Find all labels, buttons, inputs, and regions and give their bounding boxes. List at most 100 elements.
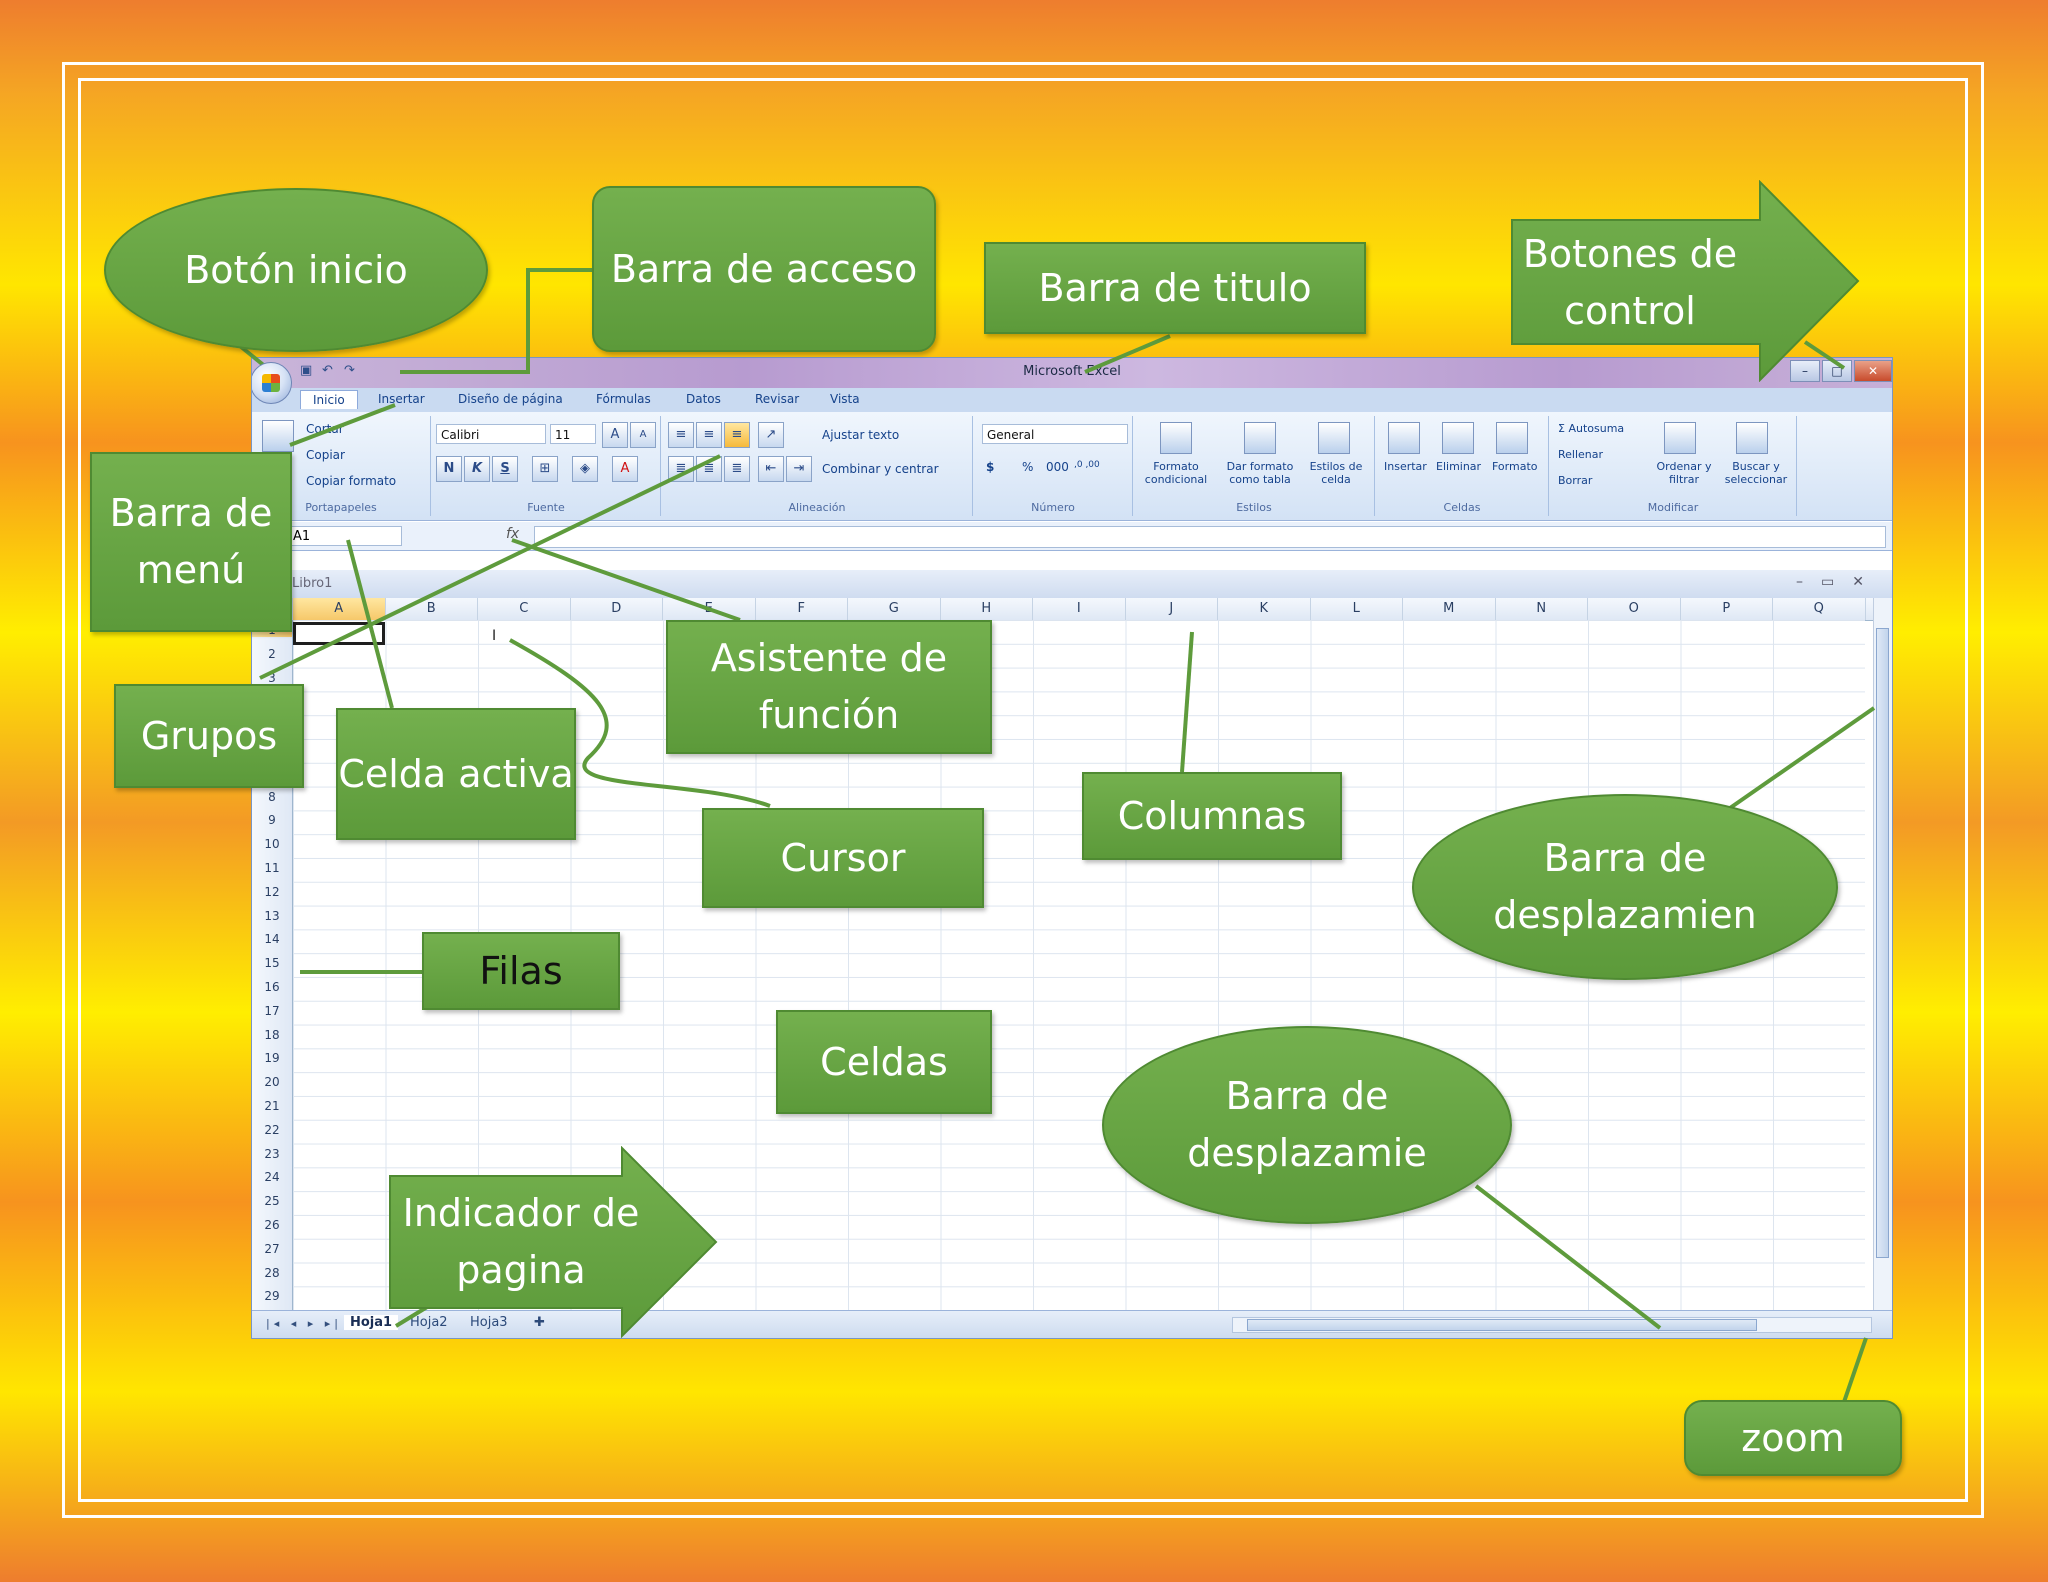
row-header[interactable]: 17 <box>264 1003 280 1018</box>
format-painter-button[interactable]: Copiar formato <box>306 474 397 488</box>
table-format-button[interactable]: Dar formato como tabla <box>1226 460 1294 486</box>
tab-inicio[interactable]: Inicio <box>300 390 358 409</box>
row-header[interactable]: 24 <box>264 1170 280 1185</box>
align-bottom-icon[interactable]: ≡ <box>724 422 750 448</box>
thousands-button[interactable]: 000 <box>1046 460 1069 474</box>
row-header[interactable]: 18 <box>264 1027 280 1042</box>
table-format-icon[interactable] <box>1244 422 1276 454</box>
find-select-button[interactable]: Buscar y seleccionar <box>1724 460 1788 486</box>
currency-button[interactable]: $ <box>986 460 995 474</box>
copy-button[interactable]: Copiar <box>306 448 345 462</box>
find-select-icon[interactable] <box>1736 422 1768 454</box>
row-header[interactable]: 25 <box>264 1194 280 1209</box>
workbook-controls[interactable]: –▭✕ <box>1796 574 1882 590</box>
align-right-icon[interactable]: ≣ <box>724 456 750 482</box>
insert-sheet-icon[interactable]: ✚ <box>534 1315 545 1330</box>
font-color-icon[interactable]: A <box>612 456 638 482</box>
row-header[interactable]: 16 <box>264 980 280 994</box>
column-header[interactable]: P <box>1681 598 1773 620</box>
active-cell[interactable] <box>293 622 385 645</box>
tab-diseno[interactable]: Diseño de página <box>458 392 563 406</box>
clear-button[interactable]: Borrar <box>1558 474 1593 487</box>
row-header[interactable]: 26 <box>264 1218 280 1232</box>
autosum-button[interactable]: Σ Autosuma <box>1558 422 1625 435</box>
delete-button[interactable]: Eliminar <box>1436 460 1482 473</box>
row-header[interactable]: 9 <box>268 813 276 828</box>
column-header[interactable]: F <box>756 598 848 620</box>
format-button[interactable]: Formato <box>1492 460 1538 473</box>
row-header[interactable]: 29 <box>264 1289 280 1304</box>
row-header[interactable]: 21 <box>264 1099 280 1113</box>
undo-icon[interactable]: ↶ <box>322 363 333 378</box>
row-header[interactable]: 8 <box>268 789 276 804</box>
row-header[interactable]: 14 <box>264 932 280 947</box>
sort-filter-button[interactable]: Ordenar y filtrar <box>1656 460 1712 486</box>
sheet-tab-hoja1[interactable]: Hoja1 <box>344 1315 399 1330</box>
row-header[interactable]: 27 <box>264 1241 280 1256</box>
column-header[interactable]: O <box>1588 598 1681 620</box>
name-box[interactable]: A1 <box>282 526 402 546</box>
borders-icon[interactable]: ⊞ <box>532 456 558 482</box>
font-size-select[interactable]: 11 <box>550 424 596 444</box>
horizontal-scroll-thumb[interactable] <box>1247 1319 1757 1331</box>
column-header[interactable]: H <box>941 598 1033 620</box>
row-header[interactable]: 15 <box>264 956 280 971</box>
close-icon[interactable]: ✕ <box>1854 360 1892 382</box>
tab-vista[interactable]: Vista <box>830 392 860 406</box>
row-header[interactable]: 12 <box>264 884 280 899</box>
sort-filter-icon[interactable] <box>1664 422 1696 454</box>
conditional-format-button[interactable]: Formato condicional <box>1144 460 1208 486</box>
align-middle-icon[interactable]: ≡ <box>696 422 722 448</box>
number-format-select[interactable]: General <box>982 424 1128 444</box>
tab-datos[interactable]: Datos <box>686 392 721 406</box>
cell-styles-button[interactable]: Estilos de celda <box>1309 460 1363 486</box>
tab-formulas[interactable]: Fórmulas <box>596 392 651 406</box>
office-button[interactable] <box>252 362 292 404</box>
tab-revisar[interactable]: Revisar <box>755 392 800 406</box>
bold-button[interactable]: N <box>436 456 462 482</box>
row-header[interactable]: 28 <box>264 1265 280 1280</box>
row-header[interactable]: 10 <box>264 837 280 852</box>
insert-function-icon[interactable]: fx <box>506 526 520 542</box>
cell-styles-icon[interactable] <box>1318 422 1350 454</box>
sheet-tab-hoja3[interactable]: Hoja3 <box>470 1315 508 1330</box>
redo-icon[interactable]: ↷ <box>344 363 355 378</box>
column-header[interactable]: C <box>478 598 571 620</box>
decrease-indent-icon[interactable]: ⇤ <box>758 456 784 482</box>
column-header[interactable]: G <box>848 598 941 620</box>
delete-cells-icon[interactable] <box>1442 422 1474 454</box>
conditional-format-icon[interactable] <box>1160 422 1192 454</box>
align-center-icon[interactable]: ≣ <box>696 456 722 482</box>
row-header[interactable]: 13 <box>264 908 280 923</box>
increase-decimal-button[interactable]: ,0 ,00 <box>1074 460 1100 470</box>
column-header[interactable]: I <box>1033 598 1126 620</box>
fill-button[interactable]: Rellenar <box>1558 448 1604 461</box>
paste-icon[interactable] <box>262 420 294 452</box>
underline-button[interactable]: S <box>492 456 518 482</box>
orientation-icon[interactable]: ↗ <box>758 422 784 448</box>
row-header[interactable]: 3 <box>268 670 276 685</box>
format-cells-icon[interactable] <box>1496 422 1528 454</box>
align-left-icon[interactable]: ≣ <box>668 456 694 482</box>
column-header[interactable]: M <box>1403 598 1496 620</box>
merge-center-button[interactable]: Combinar y centrar <box>822 462 939 476</box>
vertical-scrollbar[interactable] <box>1873 598 1892 1310</box>
cut-button[interactable]: Cortar <box>306 422 344 436</box>
row-header[interactable]: 2 <box>268 646 276 661</box>
percent-button[interactable]: % <box>1022 460 1034 474</box>
font-name-select[interactable]: Calibri <box>436 424 546 444</box>
column-header[interactable]: D <box>571 598 663 620</box>
column-header[interactable]: B <box>386 598 478 620</box>
insert-cells-icon[interactable] <box>1388 422 1420 454</box>
save-icon[interactable]: ▣ <box>300 363 313 378</box>
grow-font-icon[interactable]: A <box>602 422 628 448</box>
row-header[interactable]: 11 <box>264 861 280 875</box>
row-header[interactable]: 19 <box>264 1051 280 1066</box>
italic-button[interactable]: K <box>464 456 490 482</box>
row-header[interactable]: 23 <box>264 1146 280 1161</box>
sheet-nav-arrows[interactable]: |◂ ◂ ▸ ▸| <box>266 1317 342 1330</box>
column-header[interactable]: K <box>1218 598 1311 620</box>
horizontal-scrollbar[interactable] <box>1232 1317 1872 1333</box>
shrink-font-icon[interactable]: A <box>630 422 656 448</box>
row-header[interactable]: 20 <box>264 1075 280 1090</box>
